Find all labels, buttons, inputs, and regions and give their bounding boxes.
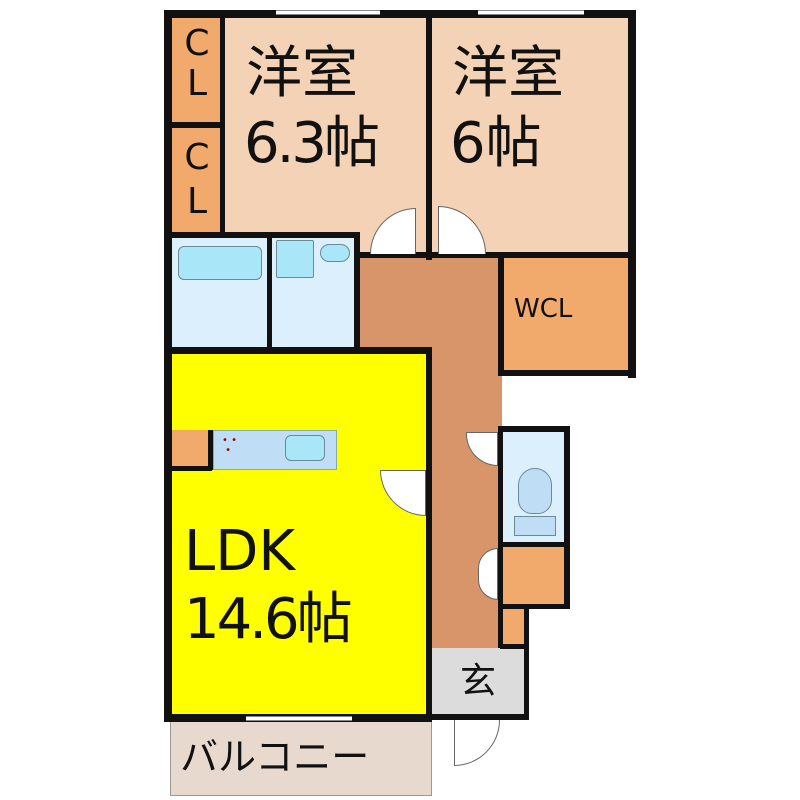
wall — [500, 542, 570, 547]
toilet-icon — [518, 468, 552, 514]
washing-machine-icon — [276, 240, 314, 278]
wall — [168, 466, 212, 471]
wall — [500, 604, 570, 609]
closet-2 — [170, 128, 224, 232]
closet-label-c: C — [184, 23, 210, 64]
wall — [208, 430, 213, 470]
stove-icon: • • • — [222, 435, 237, 456]
wall — [564, 426, 570, 608]
wall — [354, 232, 360, 354]
entrance — [432, 648, 526, 718]
sink-icon — [285, 435, 325, 461]
wall — [168, 122, 224, 128]
window — [246, 716, 352, 721]
wall — [498, 370, 636, 376]
wall — [168, 347, 432, 354]
ldk-name: LDK — [184, 519, 296, 584]
window — [276, 10, 380, 15]
wall — [356, 252, 632, 258]
wall — [498, 254, 504, 374]
western2-size: 6帖 — [450, 111, 542, 176]
balcony-label: バルコニー — [180, 735, 370, 779]
walk-in-closet — [500, 256, 632, 374]
ldk-size: 14.6帖 — [184, 587, 353, 652]
wcl-label: WCL — [514, 294, 573, 324]
entrance-label: 玄 — [460, 661, 497, 702]
wall — [426, 714, 528, 720]
front-door[interactable] — [454, 720, 500, 766]
wall — [498, 426, 503, 648]
bathtub-icon — [178, 246, 262, 280]
closet-1 — [170, 14, 224, 124]
western1-name: 洋室 — [246, 41, 358, 106]
western2-name: 洋室 — [452, 41, 564, 106]
window — [478, 10, 584, 15]
closet-label-l: L — [186, 181, 208, 222]
wall — [498, 426, 570, 432]
wall — [168, 232, 358, 238]
storage-2 — [502, 606, 526, 646]
wall — [524, 604, 529, 720]
wall — [628, 10, 636, 378]
washbasin-icon — [320, 244, 350, 262]
wall — [426, 350, 432, 722]
wall — [164, 10, 636, 18]
ldk-room — [170, 350, 432, 718]
western1-size: 6.3帖 — [244, 111, 380, 176]
wall — [426, 10, 432, 260]
toilet-tank-icon — [514, 516, 556, 536]
wall — [500, 644, 528, 649]
closet-label-c: C — [184, 137, 210, 178]
kitchen-storage — [172, 430, 208, 466]
closet-label-l: L — [186, 63, 208, 104]
wall — [267, 236, 272, 348]
wall — [164, 10, 172, 722]
storage-1 — [502, 546, 566, 606]
